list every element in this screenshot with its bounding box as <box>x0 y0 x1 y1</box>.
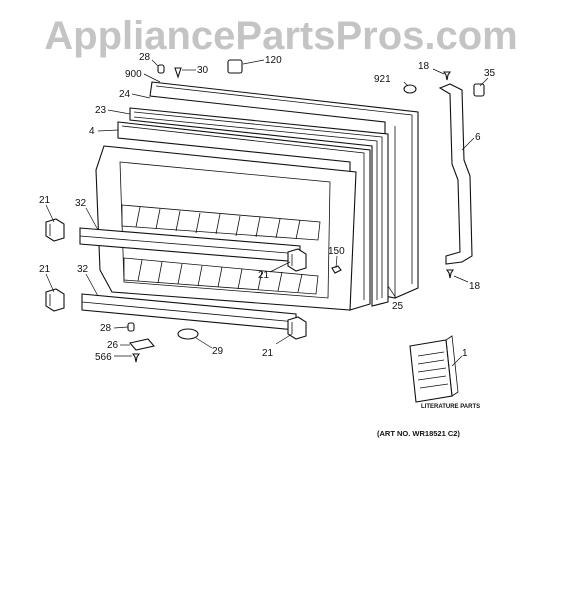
callout-30: 30 <box>197 65 209 76</box>
callout-29: 29 <box>212 346 224 357</box>
callout-566: 566 <box>95 352 112 363</box>
screw-30[interactable] <box>174 67 182 79</box>
watermark: AppliancePartsPros.com <box>44 14 518 58</box>
callout-28-upper: 28 <box>139 52 151 63</box>
grommet-29[interactable] <box>177 328 199 340</box>
plug-921[interactable] <box>403 84 417 94</box>
callout-18-upper: 18 <box>418 61 430 72</box>
callout-28-lower: 28 <box>100 323 112 334</box>
door-outer-panel[interactable] <box>149 81 419 299</box>
screw-18-upper[interactable] <box>442 71 452 81</box>
part-28-lower[interactable] <box>127 322 135 332</box>
screw-18-lower[interactable] <box>445 269 455 279</box>
callout-35: 35 <box>484 68 496 79</box>
callout-23: 23 <box>95 105 107 116</box>
callout-25: 25 <box>392 301 404 312</box>
callout-numbers: 28 30 120 900 24 23 4 921 18 35 6 21 32 … <box>39 52 496 363</box>
callout-120: 120 <box>265 55 282 66</box>
callout-900: 900 <box>125 69 142 80</box>
callout-21-right-lower: 21 <box>262 348 274 359</box>
callout-21-left-upper: 21 <box>39 195 51 206</box>
plate-26[interactable] <box>128 338 156 351</box>
door-gasket[interactable] <box>129 107 389 307</box>
door-handle[interactable] <box>438 83 473 265</box>
callout-21-left-lower: 21 <box>39 264 51 275</box>
callout-4: 4 <box>89 126 95 137</box>
part-28-upper[interactable] <box>157 64 165 74</box>
leader-lines <box>45 59 489 367</box>
literature-parts-booklet[interactable] <box>409 335 459 403</box>
callout-32-upper: 32 <box>75 198 87 209</box>
cap-35[interactable] <box>473 83 485 97</box>
callout-6: 6 <box>475 132 481 143</box>
callout-24: 24 <box>119 89 131 100</box>
door-inner-liner[interactable] <box>95 145 357 311</box>
shelf-end-cap-right-upper[interactable] <box>287 248 307 272</box>
callout-32-lower: 32 <box>77 264 89 275</box>
art-number-note: (ART NO. WR18521 C2) <box>377 429 460 438</box>
callout-21-right-upper: 21 <box>258 270 270 281</box>
shelf-end-cap-left-upper[interactable] <box>45 218 65 242</box>
callout-921: 921 <box>374 74 391 85</box>
shelf-end-cap-right-lower[interactable] <box>287 316 307 340</box>
callout-1: 1 <box>462 348 468 359</box>
block-120[interactable] <box>227 59 243 74</box>
callout-18-lower: 18 <box>469 281 481 292</box>
literature-label: LITERATURE PARTS <box>421 404 480 410</box>
shelf-end-cap-left-lower[interactable] <box>45 288 65 312</box>
screw-566[interactable] <box>131 353 141 363</box>
callout-150: 150 <box>328 246 345 257</box>
small-hardware <box>127 59 485 363</box>
callout-26: 26 <box>107 340 119 351</box>
